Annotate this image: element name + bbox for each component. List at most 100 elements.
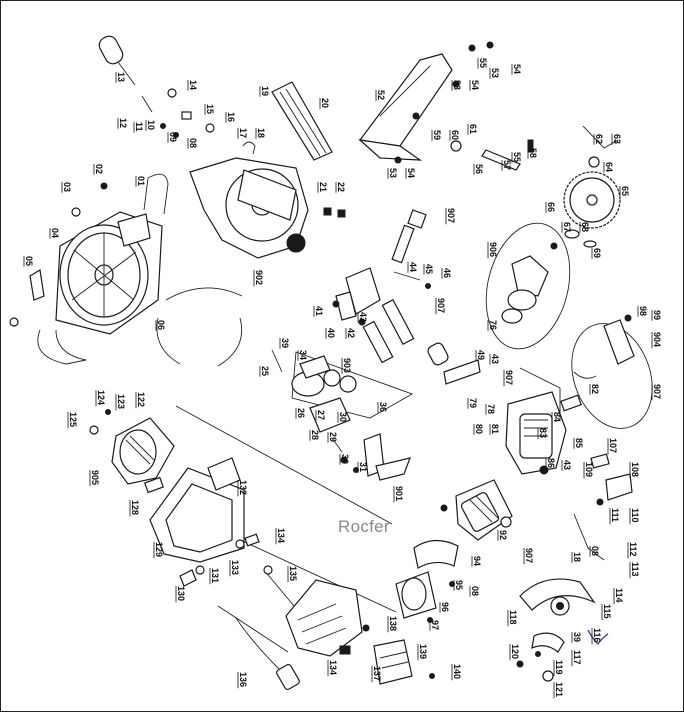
part-number-41: 41 [313, 306, 324, 317]
part-guard-group-906 [485, 222, 571, 350]
part-number-text: 65 [620, 186, 630, 196]
part-brush-caps-139 [373, 639, 435, 685]
part-guide-line-a [175, 405, 393, 525]
part-number-15: 15 [204, 104, 215, 115]
part-number-text: 16 [226, 112, 236, 122]
part-number-text: 92 [498, 530, 508, 540]
part-number-text: 79 [468, 398, 478, 408]
part-lever-112 [573, 513, 605, 561]
part-number-text: 120 [510, 644, 520, 659]
part-number-97: 97 [429, 620, 440, 631]
part-number-text: 67 [562, 222, 572, 232]
part-link-plate-49 [443, 359, 481, 385]
part-motor-housing-78-86 [505, 391, 567, 475]
part-number-58: 58 [527, 148, 538, 159]
part-number-79: 79 [467, 398, 478, 409]
part-pin-25 [271, 349, 283, 373]
part-number-110: 110 [629, 508, 640, 525]
part-number-68: 68 [579, 222, 590, 233]
part-number-text: 81 [490, 424, 500, 434]
part-number-120: 120 [509, 644, 520, 661]
part-number-01: 01 [135, 176, 146, 187]
part-number-26: 26 [295, 408, 306, 419]
part-number-text: 80 [474, 424, 484, 434]
part-number-text: 907 [504, 370, 514, 385]
part-number-text: 96 [440, 602, 450, 612]
part-number-114: 114 [613, 588, 624, 605]
part-number-text: 55 [512, 152, 522, 162]
part-number-64: 64 [603, 162, 614, 173]
part-nut-21 [323, 207, 332, 216]
part-clip-130 [179, 569, 197, 587]
part-number-text: 17 [238, 128, 248, 138]
part-number-text: 03 [62, 182, 72, 192]
part-number-09: 09 [167, 132, 178, 143]
part-knob-60 [450, 140, 462, 152]
part-number-81: 81 [489, 424, 500, 435]
part-number-63: 63 [611, 134, 622, 145]
part-number-text: 111 [610, 508, 620, 522]
part-number-text: 59 [432, 130, 442, 140]
part-number-text: 906 [488, 242, 498, 257]
part-number-84: 84 [551, 412, 562, 423]
part-number-text: 901 [394, 486, 404, 501]
part-number-69: 69 [591, 248, 602, 259]
part-number-906: 906 [487, 242, 498, 259]
part-number-text: 18 [256, 128, 266, 138]
part-number-text: 84 [552, 412, 562, 422]
part-number-05: 05 [23, 256, 34, 267]
part-number-text: 902 [254, 270, 264, 285]
part-screw-125 [89, 425, 99, 435]
part-number-text: 60 [450, 130, 460, 140]
part-number-text: 69 [592, 248, 602, 258]
part-number-904: 904 [651, 332, 662, 349]
part-switch-bits-133 [235, 533, 260, 549]
part-number-text: 115 [602, 604, 612, 619]
part-number-text: 45 [424, 264, 434, 274]
part-upper-guard-902 [189, 157, 309, 259]
part-number-96: 96 [439, 602, 450, 613]
part-laser-disc-904 [560, 314, 653, 429]
part-number-56: 56 [473, 164, 484, 175]
part-number-text: 136 [238, 672, 248, 687]
part-number-text: 905 [90, 470, 100, 485]
part-number-43: 43 [561, 460, 572, 471]
part-number-98: 98 [637, 306, 648, 317]
part-number-112: 112 [627, 542, 638, 559]
part-number-text: 110 [630, 508, 640, 523]
part-number-907: 907 [651, 384, 662, 401]
part-handle-grip-129 [144, 457, 245, 563]
part-number-42: 42 [345, 328, 356, 339]
part-number-text: 12 [118, 118, 128, 128]
part-number-text: 40 [326, 328, 336, 338]
part-number-52: 52 [375, 90, 386, 101]
part-number-text: 130 [176, 586, 186, 601]
part-nut-22 [337, 209, 346, 218]
part-number-18: 18 [255, 128, 266, 139]
part-number-903: 903 [341, 358, 352, 375]
part-number-text: 43 [358, 312, 368, 322]
part-number-text: 128 [130, 500, 140, 515]
part-hook-17 [242, 141, 256, 155]
part-number-907: 907 [503, 370, 514, 387]
part-number-text: 13 [116, 72, 126, 82]
part-number-39: 39 [571, 632, 582, 643]
part-number-83: 83 [537, 428, 548, 439]
part-number-119: 119 [553, 660, 564, 677]
part-number-53: 53 [387, 168, 398, 179]
part-number-text: 113 [630, 562, 640, 577]
part-number-907: 907 [435, 298, 446, 315]
part-stator-95-97 [395, 571, 455, 623]
part-connector-line [519, 367, 561, 420]
part-number-17: 17 [237, 128, 248, 139]
part-number-18: 18 [571, 552, 582, 563]
part-number-text: 29 [328, 432, 338, 442]
part-number-text: 64 [604, 162, 614, 172]
part-number-36: 36 [377, 402, 388, 413]
part-number-text: 43 [562, 460, 572, 470]
part-number-text: 134 [328, 660, 338, 675]
part-number-124: 124 [95, 390, 106, 407]
part-number-text: 114 [614, 588, 624, 603]
part-bracket-01 [143, 173, 169, 215]
